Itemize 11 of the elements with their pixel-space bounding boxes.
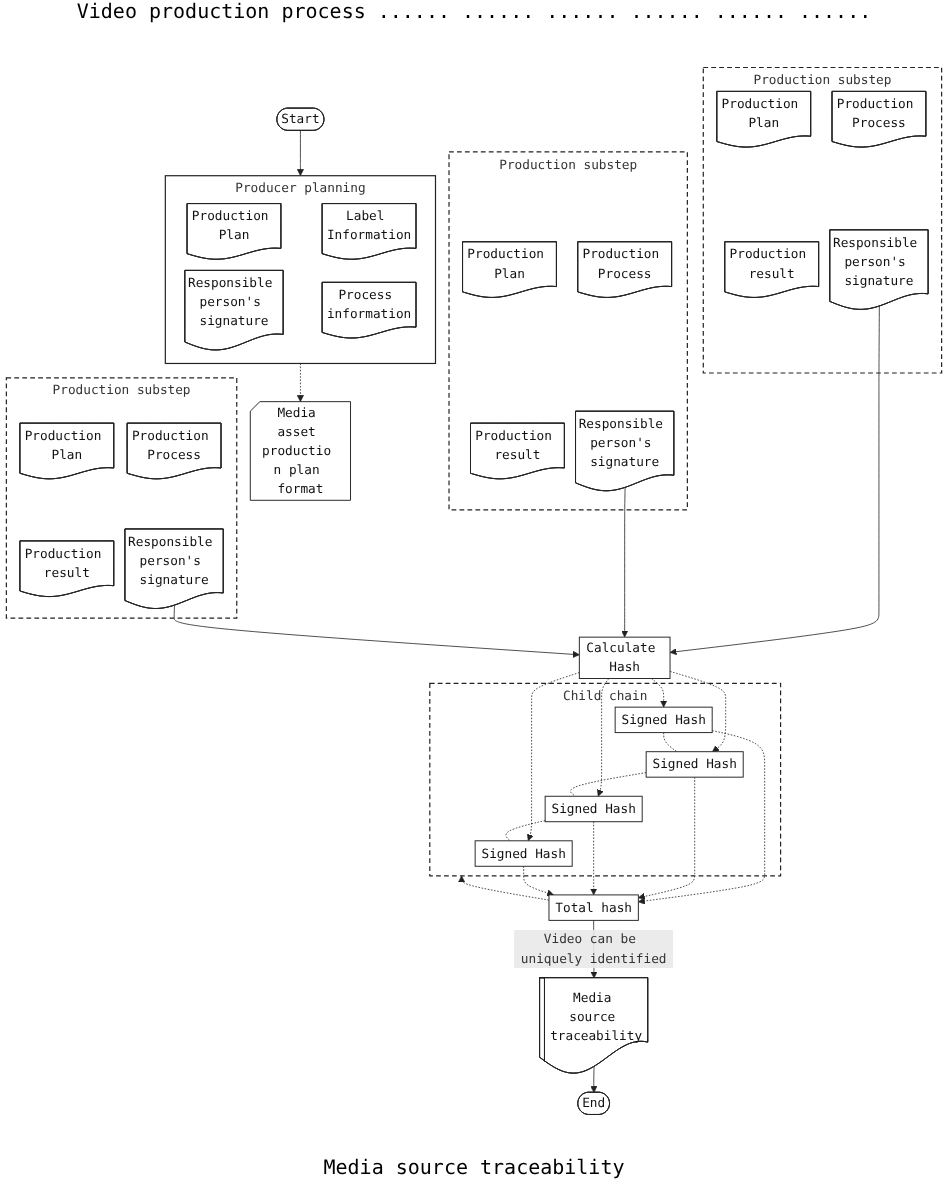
connector — [663, 732, 678, 753]
ellipsis-text: ...... — [630, 2, 703, 24]
section-heading: Video production process — [76, 2, 366, 24]
ellipsis-text: ...... — [546, 2, 619, 24]
section-heading: Media source traceability — [323, 1158, 625, 1180]
connector — [505, 820, 546, 842]
ellipsis-text: ...... — [462, 2, 535, 24]
ellipsis-text: ...... — [714, 2, 787, 24]
ellipsis-text: ...... — [799, 2, 872, 24]
connector — [570, 772, 647, 797]
ellipsis-text: ...... — [377, 2, 450, 24]
